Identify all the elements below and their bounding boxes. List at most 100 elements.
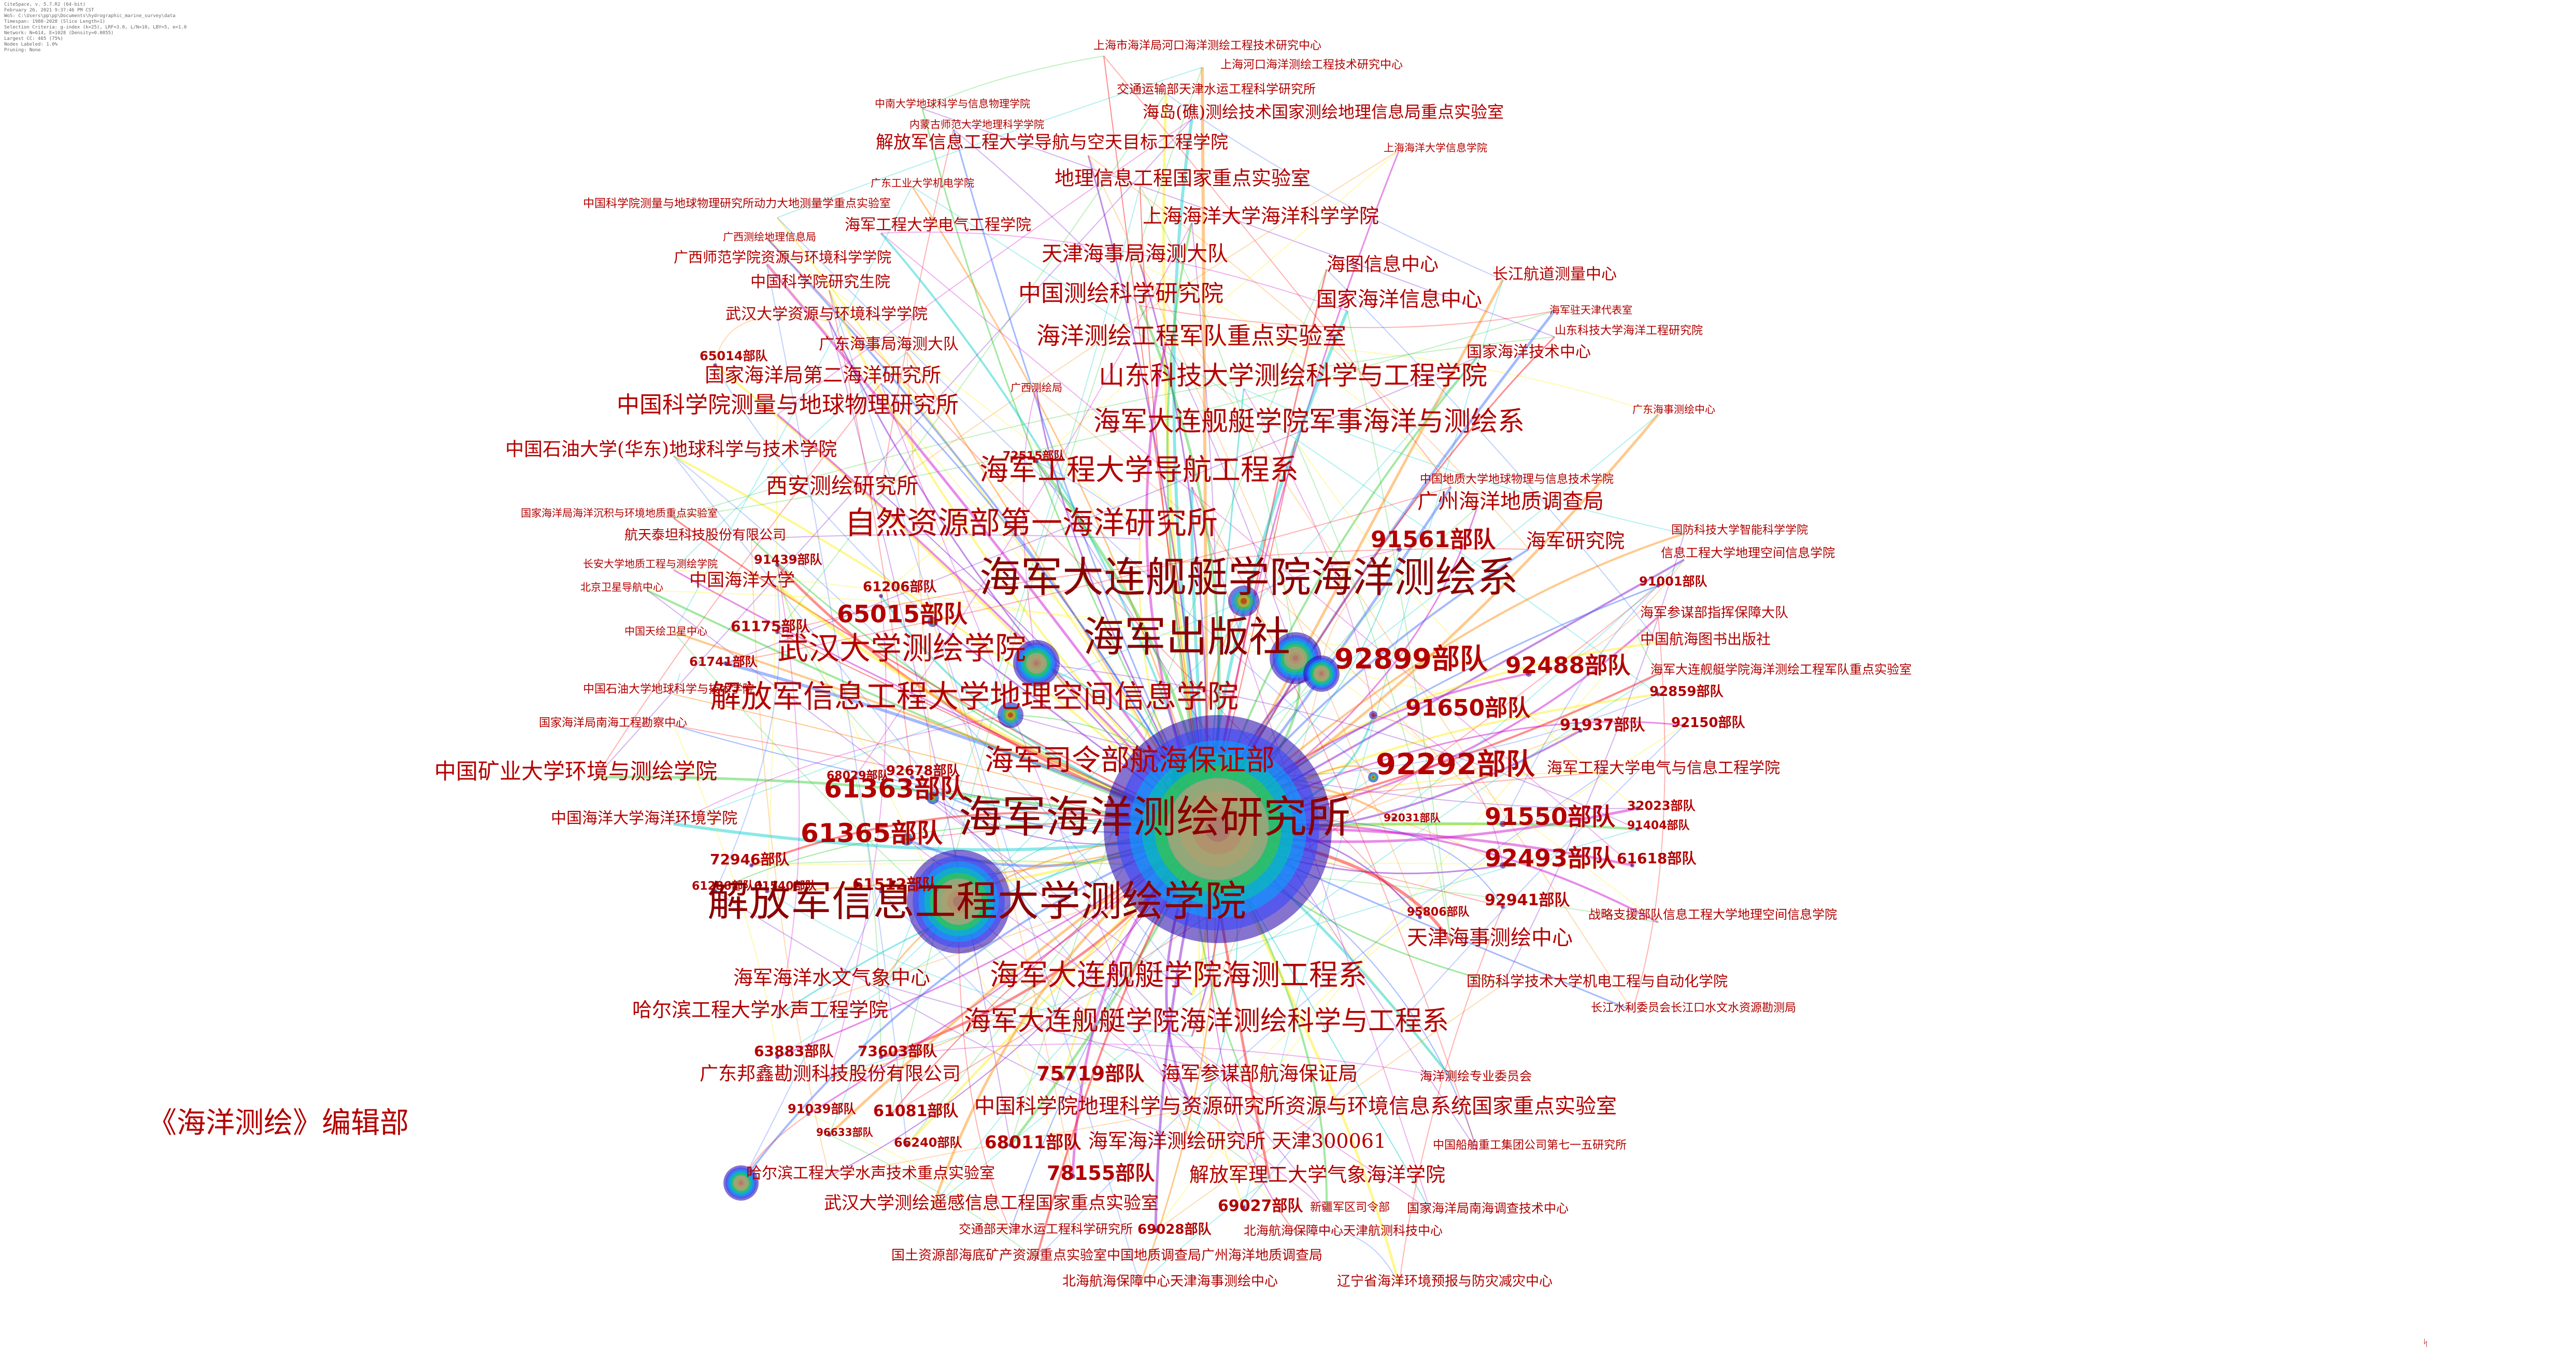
- node-label[interactable]: 国家海洋局南海工程勘察中心: [539, 717, 688, 730]
- node-label[interactable]: 广东邦鑫勘测科技股份有限公司: [700, 1063, 961, 1085]
- node-label[interactable]: 广西师范学院资源与环境科学学院: [674, 249, 892, 266]
- node-label[interactable]: 中国科学院测量与地球物理研究所动力大地测量学重点实验室: [583, 197, 891, 210]
- node-label[interactable]: 91937部队: [1560, 716, 1645, 734]
- node-label[interactable]: 91550部队: [1485, 803, 1616, 831]
- node-label[interactable]: 海军司令部航海保证部: [985, 744, 1275, 777]
- node-label[interactable]: 北海航海保障中心天津航测科技中心: [1244, 1223, 1443, 1238]
- node-label[interactable]: 中国航海图书出版社: [1640, 631, 1771, 648]
- node-label[interactable]: 78155部队: [1047, 1162, 1155, 1185]
- node-label[interactable]: 上海市海洋局河口海洋测绘工程技术研究中心: [1093, 39, 1322, 52]
- node-label[interactable]: 中国科学院研究生院: [750, 273, 890, 291]
- node-label[interactable]: 中南大学地球科学与信息物理学院: [875, 97, 1030, 110]
- node-label[interactable]: 山东科技大学测绘科学与工程学院: [1099, 361, 1487, 391]
- node-label[interactable]: 65015部队: [837, 600, 968, 628]
- node-label[interactable]: 91039部队: [788, 1102, 856, 1116]
- node-label[interactable]: 广东海事局海测大队: [819, 335, 959, 353]
- node-label[interactable]: 中国矿业大学环境与测绘学院: [434, 759, 718, 784]
- node-label[interactable]: 68011部队: [985, 1132, 1081, 1153]
- node-label[interactable]: 交通运输部天津水运工程科学研究所: [1117, 82, 1316, 96]
- node-label[interactable]: 广东工业大学机电学院: [871, 177, 974, 189]
- node-label[interactable]: 海军参谋部指挥保障大队: [1640, 605, 1789, 621]
- node-label[interactable]: 96633部队: [816, 1126, 873, 1138]
- node-label[interactable]: 92859部队: [1649, 684, 1724, 700]
- node-label[interactable]: 66240部队: [894, 1135, 962, 1150]
- node-label[interactable]: 国家海洋信息中心: [1316, 288, 1482, 311]
- node-label[interactable]: 信息工程大学地理空间信息学院: [1661, 546, 1835, 560]
- node-label[interactable]: 广东海事测绘中心: [1632, 403, 1715, 416]
- node-label[interactable]: 92678部队: [886, 763, 960, 779]
- node-label[interactable]: 解放军信息工程大学地理空间信息学院: [710, 679, 1239, 715]
- node-label[interactable]: 中国石油大学地球科学与技术学院: [583, 683, 755, 696]
- node-label[interactable]: 75719部队: [1036, 1062, 1145, 1085]
- node-label[interactable]: 交通部天津水运工程科学研究所: [959, 1222, 1133, 1236]
- node-label[interactable]: 32023部队: [1627, 799, 1696, 813]
- node-label[interactable]: 国家海洋技术中心: [1467, 343, 1591, 361]
- node-label[interactable]: 72515部队: [1003, 450, 1065, 463]
- node-label[interactable]: 长安大学地质工程与测绘学院: [583, 558, 718, 570]
- node-label[interactable]: 山东科技大学海洋工程研究院: [1555, 324, 1703, 337]
- node-label[interactable]: 哈尔滨工程大学水声技术重点实验室: [746, 1164, 995, 1182]
- node-label[interactable]: 91404部队: [1627, 819, 1690, 832]
- node-label[interactable]: 西安测绘研究所: [766, 473, 919, 498]
- node-label[interactable]: 海岛(礁)测绘技术国家测绘地理信息局重点实验室: [1143, 102, 1504, 122]
- node-label[interactable]: 航天泰坦科技股份有限公司: [624, 528, 787, 543]
- node-label[interactable]: 61081部队: [873, 1102, 959, 1120]
- node-label[interactable]: 国家海洋局南海调查技术中心: [1407, 1201, 1569, 1216]
- node-label[interactable]: 广西测绘地理信息局: [723, 231, 816, 243]
- node-label[interactable]: 68029部队: [827, 769, 889, 782]
- node-label[interactable]: 92488部队: [1505, 652, 1631, 679]
- node-label[interactable]: 72946部队: [710, 851, 790, 868]
- node-label[interactable]: 海军工程大学电气与信息工程学院: [1547, 759, 1780, 777]
- node-label[interactable]: 61741部队: [689, 654, 758, 669]
- node-label[interactable]: 91561部队: [1371, 526, 1496, 553]
- node-label[interactable]: 海军参谋部航海保证局: [1161, 1062, 1358, 1085]
- node-label[interactable]: 61175部队: [731, 618, 810, 635]
- node-label[interactable]: 中国天绘卫星中心: [624, 625, 707, 637]
- node-label[interactable]: 上海河口海洋测绘工程技术研究中心: [1220, 59, 1403, 72]
- node-label[interactable]: 天津海事测绘中心: [1407, 926, 1573, 950]
- node-label[interactable]: 长江航道测量中心: [1492, 265, 1617, 283]
- node-label[interactable]: 海军大连舰艇学院军事海洋与测绘系: [1093, 406, 1525, 437]
- node-label[interactable]: 69027部队: [1218, 1197, 1303, 1215]
- node-label[interactable]: 61540部队: [754, 880, 817, 893]
- node-label[interactable]: 海军出版社: [1083, 613, 1290, 661]
- node-label[interactable]: 国家海洋局海洋沉积与环境地质重点实验室: [521, 507, 718, 519]
- node-label[interactable]: 61286部队: [692, 880, 755, 893]
- node-label[interactable]: 北京卫星导航中心: [580, 581, 663, 593]
- node-label[interactable]: 天津海事局海测大队: [1042, 242, 1228, 266]
- node-label[interactable]: 海洋测绘专业委员会: [1420, 1069, 1532, 1084]
- node-label[interactable]: 69028部队: [1137, 1222, 1212, 1237]
- node-label[interactable]: 海军大连舰艇学院海洋测绘工程军队重点实验室: [1650, 662, 1912, 677]
- node-label[interactable]: 61618部队: [1617, 850, 1697, 867]
- node-label[interactable]: 海洋测绘工程军队重点实验室: [1036, 322, 1346, 350]
- node-label[interactable]: 92899部队: [1334, 643, 1488, 675]
- node-label[interactable]: 海军海洋测绘研究所: [959, 792, 1351, 843]
- node-label[interactable]: 中国地质大学地球物理与信息技术学院: [1420, 473, 1614, 486]
- node-label[interactable]: 中国海洋大学海洋环境学院: [551, 809, 737, 828]
- node-label[interactable]: 91439部队: [754, 552, 822, 567]
- node-label[interactable]: 海军工程大学导航工程系: [979, 453, 1299, 487]
- node-label[interactable]: 中国科学院地理科学与资源研究所资源与环境信息系统国家重点实验室: [974, 1094, 1617, 1118]
- node-label[interactable]: 91650部队: [1405, 695, 1531, 721]
- node-label[interactable]: 长江水利委员会长江口水文水资源勘测局: [1591, 1002, 1797, 1015]
- node-label[interactable]: 中国科学院测量与地球物理研究所: [617, 392, 959, 418]
- node-label[interactable]: 中国海洋大学: [689, 570, 795, 591]
- node-label[interactable]: 武汉大学资源与环境科学学院: [725, 305, 928, 323]
- node-label[interactable]: 解放军信息工程大学测绘学院: [707, 877, 1246, 925]
- node-label[interactable]: 61365部队: [801, 818, 943, 848]
- node-label[interactable]: 海军工程大学电气工程学院: [845, 216, 1031, 234]
- node-label[interactable]: 95806部队: [1407, 906, 1470, 919]
- node-label[interactable]: 《海洋测绘》编辑部: [148, 1106, 409, 1140]
- node-label[interactable]: 92493部队: [1485, 844, 1616, 872]
- node-label[interactable]: 北海航海保障中心天津海事测绘中心: [1062, 1274, 1278, 1289]
- node-label[interactable]: 海军海洋测绘研究所 天津300061: [1088, 1130, 1387, 1152]
- node-label[interactable]: 中国船舶重工集团公司第七一五研究所: [1433, 1139, 1627, 1152]
- node-label[interactable]: 地理信息工程国家重点实验室: [1055, 167, 1311, 190]
- node-label[interactable]: 海军研究院: [1526, 530, 1625, 552]
- node-label[interactable]: 国防科技大学智能科学学院: [1671, 524, 1809, 537]
- node-label[interactable]: 海军大连舰艇学院海洋测绘科学与工程系: [964, 1006, 1449, 1037]
- node-label[interactable]: 91001部队: [1639, 574, 1707, 589]
- node-label[interactable]: 上海海洋大学海洋科学学院: [1143, 205, 1379, 227]
- node-label[interactable]: 92031部队: [1384, 811, 1441, 824]
- node-label[interactable]: 海军海洋水文气象中心: [733, 966, 931, 989]
